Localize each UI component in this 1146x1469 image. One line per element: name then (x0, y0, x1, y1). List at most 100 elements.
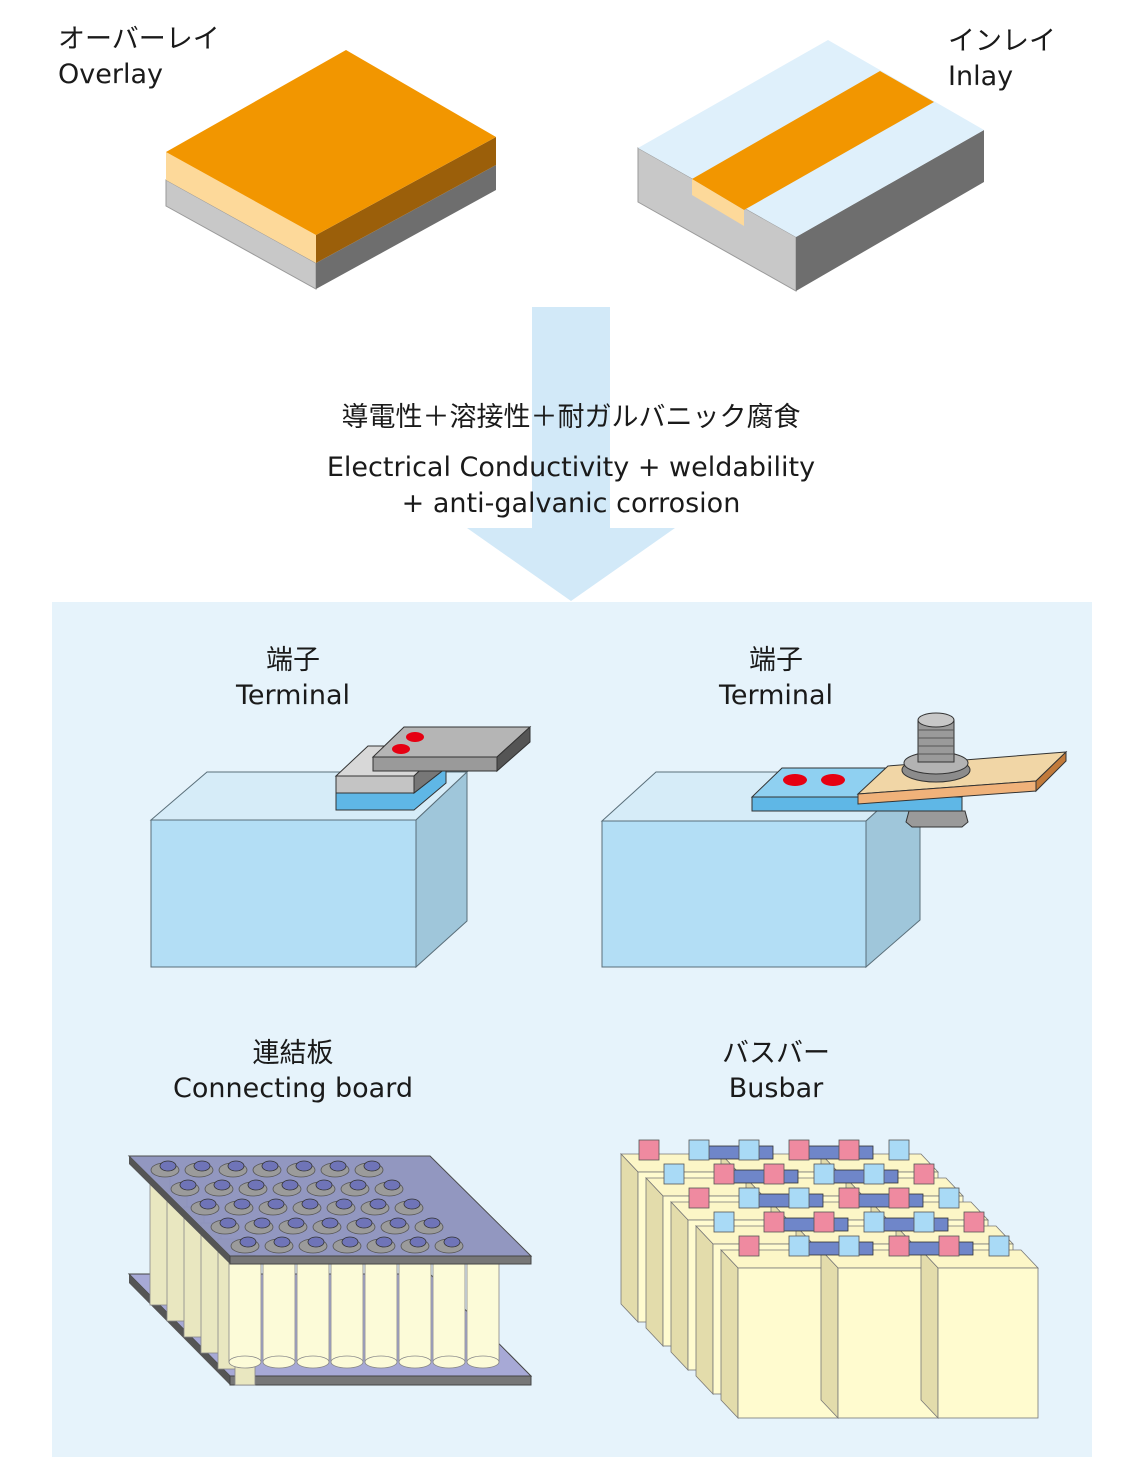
cell-terminal (638, 1139, 660, 1161)
cell-terminal (409, 1236, 427, 1248)
cell-terminal (315, 1179, 333, 1191)
cell-terminal (335, 1198, 353, 1210)
cell-terminal (273, 1236, 291, 1248)
properties-label-en: Electrical Conductivity + weldability + … (221, 450, 921, 522)
cell-terminal (213, 1179, 231, 1191)
connecting-board-label: 連結板 Connecting board (93, 1036, 493, 1106)
cell-terminal (913, 1211, 935, 1233)
terminal-right-label: 端子 Terminal (626, 643, 926, 713)
cell-terminal (738, 1187, 760, 1209)
cell-terminal (239, 1236, 257, 1248)
cell-terminal (913, 1163, 935, 1185)
connecting-board-en: Connecting board (173, 1073, 413, 1104)
battery-cell-base (296, 1355, 330, 1369)
busbar-bar (825, 1169, 899, 1184)
battery-cell-base (262, 1355, 296, 1369)
cell-terminal (938, 1187, 960, 1209)
cell-terminal (988, 1235, 1010, 1257)
cell-terminal (863, 1163, 885, 1185)
cell-terminal (938, 1235, 960, 1257)
battery-cell (432, 1261, 466, 1363)
connecting-board-illustration (127, 1155, 533, 1386)
connecting-board-jp: 連結板 (252, 1038, 334, 1069)
cell-terminal (813, 1163, 835, 1185)
battery-cell-base (364, 1355, 398, 1369)
terminal-right-illustration (600, 712, 1068, 969)
cell-terminal (763, 1163, 785, 1185)
cell-terminal (813, 1211, 835, 1233)
cell-terminal (738, 1139, 760, 1161)
battery-cell-base (432, 1355, 466, 1369)
cell-side-face (620, 1152, 639, 1324)
cell-terminal (888, 1235, 910, 1257)
weld-spot (821, 774, 845, 786)
cell-terminal (193, 1160, 211, 1172)
battery-cell (262, 1261, 296, 1363)
busbar-bar (700, 1145, 774, 1160)
cell-terminal (369, 1198, 387, 1210)
battery-cell (228, 1261, 262, 1363)
cell-terminal (247, 1179, 265, 1191)
busbar-bar (750, 1193, 824, 1208)
cell-terminal (355, 1217, 373, 1229)
terminal-left-en: Terminal (235, 680, 351, 711)
cell-terminal (713, 1211, 735, 1233)
cell-terminal (281, 1179, 299, 1191)
inlay-label-en: Inlay (948, 61, 1014, 92)
cell-side-face (695, 1224, 714, 1396)
battery-cell (364, 1261, 398, 1363)
battery-cell (398, 1261, 432, 1363)
busbar-bar (725, 1169, 799, 1184)
cell-terminal (688, 1187, 710, 1209)
terminal-right-en: Terminal (718, 680, 834, 711)
cell-terminal (963, 1211, 985, 1233)
properties-label-jp: 導電性＋溶接性＋耐ガルバニック腐食 (271, 400, 871, 435)
cell-terminal (375, 1236, 393, 1248)
cell-terminal (738, 1235, 760, 1257)
cell-terminal (663, 1163, 685, 1185)
battery-cell (466, 1261, 500, 1363)
cell-terminal (788, 1139, 810, 1161)
terminal-left-label: 端子 Terminal (143, 643, 443, 713)
cell-terminal (713, 1163, 735, 1185)
inlay-block (637, 40, 984, 292)
busbar-label: バスバー Busbar (626, 1036, 926, 1106)
cell-terminal (295, 1160, 313, 1172)
cell-side-face (720, 1248, 739, 1420)
cell-terminal (838, 1139, 860, 1161)
cell-terminal (307, 1236, 325, 1248)
overlay-label-jp: オーバーレイ (58, 24, 220, 55)
properties-en-line2: + anti-galvanic corrosion (401, 488, 741, 519)
cell-terminal (329, 1160, 347, 1172)
terminal-left-jp: 端子 (266, 645, 320, 676)
cell-terminal (179, 1179, 197, 1191)
cell-terminal (261, 1160, 279, 1172)
busbar-jp: バスバー (722, 1038, 830, 1069)
cell-terminal (219, 1217, 237, 1229)
cell-terminal (363, 1160, 381, 1172)
cell-terminal (423, 1217, 441, 1229)
cell-side-face (645, 1176, 664, 1348)
cell-terminal (838, 1235, 860, 1257)
cell-side-face (920, 1248, 939, 1420)
cell-terminal (403, 1198, 421, 1210)
busbar-bar (800, 1241, 874, 1256)
busbar-bar (850, 1193, 924, 1208)
cell-side-face (820, 1248, 839, 1420)
busbar-bar (875, 1217, 949, 1232)
cell-terminal (389, 1217, 407, 1229)
cell-terminal (888, 1187, 910, 1209)
cell-terminal (788, 1187, 810, 1209)
cell-terminal (349, 1179, 367, 1191)
busbar-bar (800, 1145, 874, 1160)
battery-cell (296, 1261, 330, 1363)
battery-cell-base (228, 1355, 262, 1369)
battery-cell (330, 1261, 364, 1363)
cell-terminal (321, 1217, 339, 1229)
properties-jp-text: 導電性＋溶接性＋耐ガルバニック腐食 (341, 402, 801, 433)
cell-terminal (688, 1139, 710, 1161)
overlay-label-en: Overlay (58, 59, 163, 90)
busbar-bar (775, 1217, 849, 1232)
